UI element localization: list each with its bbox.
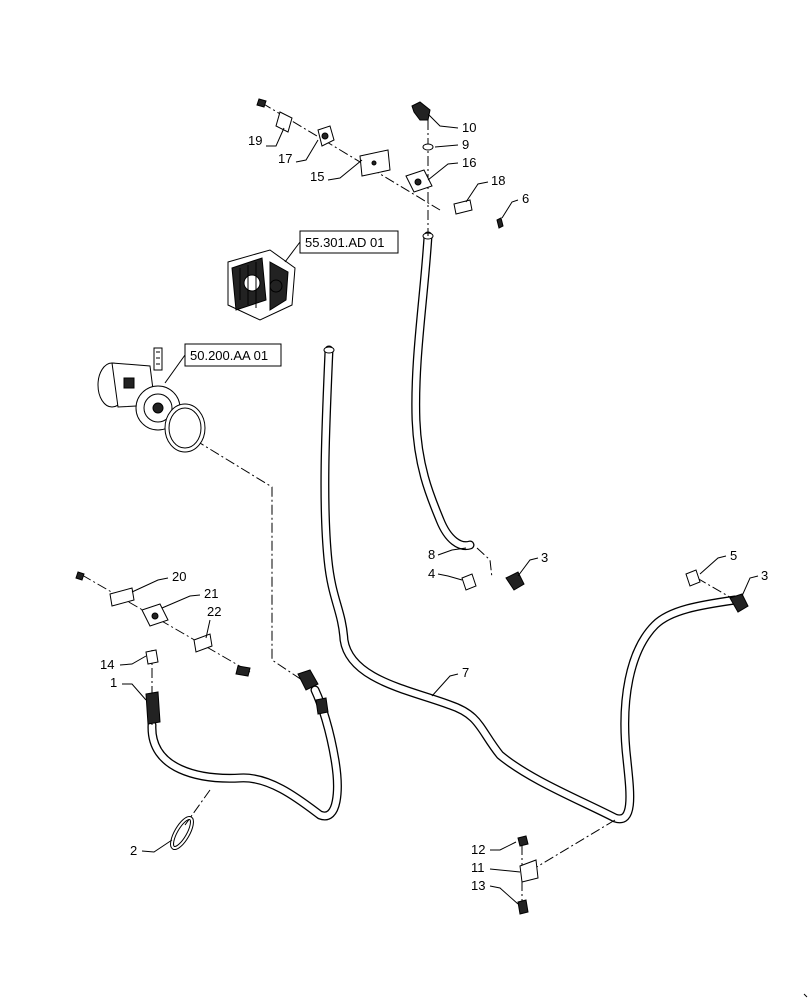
part-9-oring[interactable] [422, 143, 434, 151]
part-12-nut[interactable] [517, 835, 529, 847]
part-10-elbow-fitting[interactable] [411, 101, 431, 121]
callout-5-label: 5 [730, 548, 737, 563]
part-21-block[interactable] [141, 603, 169, 627]
part-22-bolt[interactable] [235, 665, 251, 677]
callout-19[interactable]: 19 [248, 127, 285, 148]
callout-10-label: 10 [462, 120, 476, 135]
callout-15[interactable]: 15 [310, 159, 363, 184]
corner-mark [803, 993, 808, 998]
part-15-bracket[interactable] [359, 149, 391, 177]
callout-17[interactable]: 17 [278, 139, 319, 166]
callout-21-label: 21 [204, 586, 218, 601]
part-4-oring[interactable] [461, 573, 477, 591]
callout-3-upper-label: 3 [541, 550, 548, 565]
part-20-plate[interactable] [109, 587, 135, 607]
part-6-bolt[interactable] [496, 217, 504, 229]
part-1-hose-fitting[interactable] [145, 691, 161, 725]
callout-3-upper[interactable]: 3 [517, 550, 548, 577]
callout-20[interactable]: 20 [131, 569, 186, 593]
reference-label-compressor[interactable]: 50.200.AA 01 [190, 348, 268, 363]
callout-14[interactable]: 14 [100, 655, 147, 672]
callout-22[interactable]: 22 [205, 604, 221, 639]
callout-8[interactable]: 8 [428, 547, 467, 562]
part-3-fitting-upper[interactable] [505, 571, 525, 591]
callout-17-label: 17 [278, 151, 292, 166]
callout-3-right[interactable]: 3 [741, 568, 768, 597]
callout-2-label: 2 [130, 843, 137, 858]
callout-7[interactable]: 7 [431, 665, 469, 697]
hose-7 [320, 345, 740, 824]
callout-4[interactable]: 4 [428, 566, 463, 581]
callout-3-right-label: 3 [761, 568, 768, 583]
callout-9-label: 9 [462, 137, 469, 152]
part-1-hose-fitting-right[interactable] [297, 669, 329, 715]
alternator-illustration[interactable] [227, 249, 296, 321]
part-5-oring[interactable] [685, 569, 701, 587]
callout-6-label: 6 [522, 191, 529, 206]
callout-8-label: 8 [428, 547, 435, 562]
callout-16-label: 16 [462, 155, 476, 170]
compressor-illustration[interactable] [97, 347, 206, 453]
part-16-block[interactable] [405, 169, 433, 193]
callout-15-label: 15 [310, 169, 324, 184]
part-22-plate[interactable] [193, 633, 213, 653]
reference-box-compressor[interactable]: 50.200.AA 01 [164, 343, 282, 384]
part-18-plate[interactable] [453, 199, 473, 215]
callout-1[interactable]: 1 [110, 675, 147, 701]
callout-10[interactable]: 10 [427, 113, 476, 135]
callout-13-label: 13 [471, 878, 485, 893]
part-3-fitting-right[interactable] [729, 593, 749, 613]
callout-6[interactable]: 6 [501, 191, 529, 219]
callout-1-label: 1 [110, 675, 117, 690]
callout-21[interactable]: 21 [161, 586, 218, 609]
part-19-bolt[interactable] [256, 98, 267, 108]
callout-22-label: 22 [207, 604, 221, 619]
part-19-clip[interactable] [275, 111, 293, 133]
callout-7-label: 7 [462, 665, 469, 680]
callout-9[interactable]: 9 [434, 137, 469, 152]
part-17-clamp[interactable] [317, 125, 335, 147]
callout-13[interactable]: 13 [471, 878, 519, 905]
callout-11-label: 11 [471, 860, 485, 875]
callout-2[interactable]: 2 [130, 839, 173, 858]
center-lines [81, 102, 736, 910]
hose-8 [411, 231, 475, 551]
reference-label-alternator[interactable]: 55.301.AD 01 [305, 235, 385, 250]
callout-14-label: 14 [100, 657, 114, 672]
callout-16[interactable]: 16 [427, 155, 476, 181]
reference-box-alternator[interactable]: 55.301.AD 01 [284, 230, 399, 263]
part-13-bolt[interactable] [517, 899, 529, 915]
callout-12[interactable]: 12 [471, 841, 517, 857]
callout-20-label: 20 [172, 569, 186, 584]
callout-18[interactable]: 18 [465, 173, 505, 203]
part-14-oring[interactable] [145, 649, 159, 665]
hose-1 [147, 685, 342, 821]
callout-19-label: 19 [248, 133, 262, 148]
callout-11[interactable]: 11 [471, 860, 521, 875]
part-11-bracket[interactable] [519, 859, 539, 883]
callout-4-label: 4 [428, 566, 435, 581]
part-20-bolt[interactable] [75, 571, 85, 581]
callout-5[interactable]: 5 [699, 548, 737, 575]
callouts: 19 17 15 10 9 16 18 6 [100, 113, 768, 905]
callout-12-label: 12 [471, 842, 485, 857]
part-2-strap[interactable] [168, 815, 195, 851]
callout-18-label: 18 [491, 173, 505, 188]
